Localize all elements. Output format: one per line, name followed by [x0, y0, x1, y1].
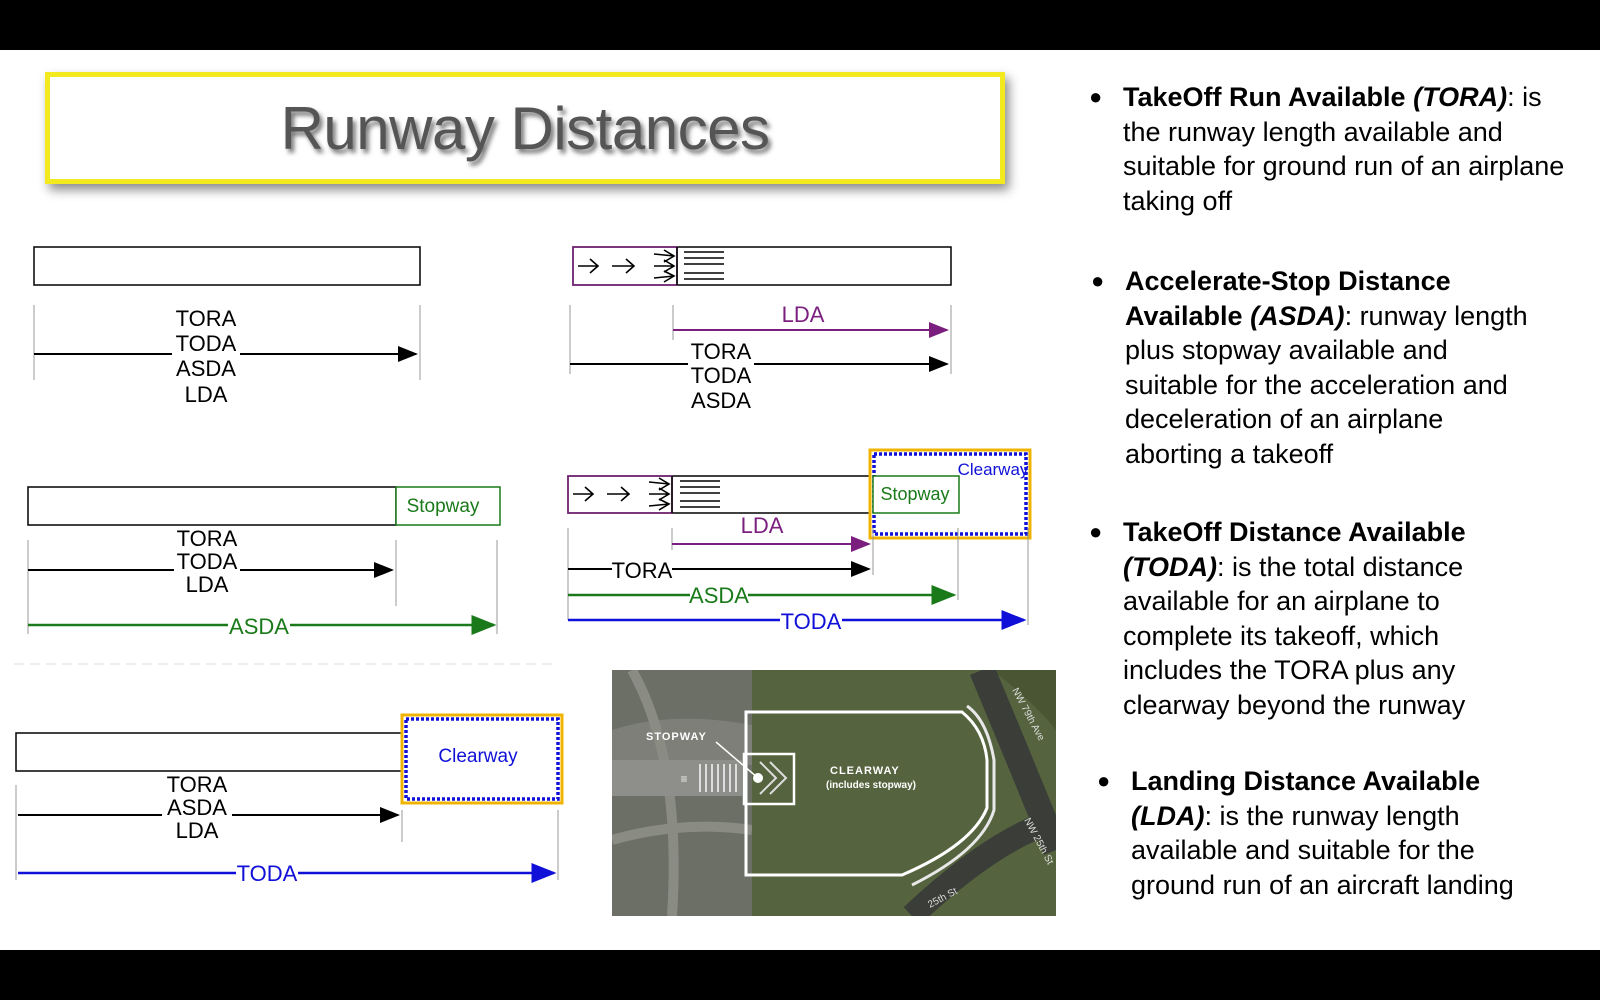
threshold-bars-icon [680, 480, 720, 508]
diagram-combined: Clearway Stopway LDA TORA ASDA TODA [567, 448, 1032, 634]
runway-rect [572, 246, 952, 286]
bullet-icon: ● [1091, 268, 1105, 293]
label-tora: TORA [176, 306, 237, 331]
slide: Runway Distances TORA TODA ASDA LDA [0, 50, 1600, 950]
label-toda: TODA [177, 549, 238, 574]
label-lda: LDA [782, 302, 825, 327]
definition-text: : is the runway length available and sui… [1123, 82, 1565, 216]
clearway-outline [744, 710, 989, 877]
definition-lda: ● Landing Distance Available (LDA): is t… [1097, 764, 1551, 902]
label-toda: TODA [691, 363, 752, 388]
label-asda: ASDA [691, 388, 751, 413]
label-clearway: Clearway [958, 460, 1029, 479]
definition-abbr: (TODA) [1123, 551, 1217, 582]
label-tora: TORA [691, 339, 752, 364]
threshold-arrows-icon [573, 476, 673, 513]
diagram-basic-runway: TORA TODA ASDA LDA [33, 246, 421, 407]
aerial-photo: ≡ STOPWAY CLEARWAY (includes stopway) NW… [612, 670, 1056, 916]
definition-abbr: (ASDA) [1250, 300, 1345, 331]
label-stopway: Stopway [407, 496, 480, 517]
definition-term: Landing Distance Available [1131, 766, 1481, 796]
label-toda: TODA [781, 609, 842, 634]
label-asda: ASDA [689, 583, 749, 608]
label-clearway: Clearway [438, 746, 518, 767]
diagram-displaced-threshold: LDA TORA TODA ASDA [569, 246, 952, 413]
clearway-outer [400, 713, 564, 805]
label-asda: ASDA [167, 795, 227, 820]
photo-label-clearway-note: (includes stopway) [826, 780, 916, 791]
definition-text: : is the total distance available for an… [1123, 551, 1466, 720]
stopway-chevrons [759, 761, 788, 795]
label-stopway: Stopway [880, 484, 949, 504]
bullet-icon: ● [1097, 768, 1111, 793]
runway-end [612, 760, 742, 796]
clearway-dashed [872, 452, 1028, 536]
label-toda: TODA [176, 331, 237, 356]
clearway-dashed [404, 717, 560, 801]
photo-label-stopway: STOPWAY [646, 731, 707, 743]
definition-abbr: (LDA) [1131, 800, 1205, 831]
label-lda: LDA [741, 513, 784, 538]
threshold-arrows-icon [578, 247, 678, 285]
diagram-stopway: Stopway TORA TODA LDA ASDA [27, 486, 501, 639]
definition-abbr: (TORA) [1413, 82, 1508, 112]
definition-asda: ● Accelerate-Stop Distance Available (AS… [1091, 264, 1545, 471]
label-toda: TODA [237, 861, 298, 886]
label-tora: TORA [612, 558, 673, 583]
definition-text: : runway length plus stopway available a… [1125, 300, 1528, 469]
label-lda: LDA [186, 572, 229, 597]
threshold-marks [699, 764, 737, 792]
threshold-bars-icon [684, 251, 724, 280]
label-asda: ASDA [176, 356, 236, 381]
title-box: Runway Distances [45, 72, 1005, 184]
stopway-box [742, 752, 796, 806]
definition-text: : is the runway length available and sui… [1131, 800, 1514, 900]
stopway-rect [872, 475, 960, 514]
svg-text:≡: ≡ [680, 772, 687, 786]
label-lda: LDA [185, 382, 228, 407]
photo-label-clearway: CLEARWAY [830, 765, 900, 777]
definition-toda: ● TakeOff Distance Available (TODA): is … [1089, 515, 1503, 722]
definition-tora: ● TakeOff Run Available (TORA): is the r… [1089, 80, 1583, 218]
runway-rect [15, 732, 403, 772]
definition-term: TakeOff Distance Available [1123, 517, 1466, 547]
label-lda: LDA [176, 818, 219, 843]
slide-title: Runway Distances [280, 94, 770, 162]
label-asda: ASDA [229, 614, 289, 639]
label-tora: TORA [167, 772, 228, 797]
runway-diagrams: TORA TODA ASDA LDA [14, 246, 1032, 886]
stopway-rect [395, 486, 501, 526]
definition-term: Accelerate-Stop Distance Available [1125, 266, 1451, 331]
runway-rect [33, 246, 421, 286]
definition-term: TakeOff Run Available [1123, 82, 1414, 112]
label-tora: TORA [177, 526, 238, 551]
bullet-icon: ● [1089, 84, 1103, 109]
diagram-clearway: Clearway TORA ASDA LDA TODA [15, 713, 564, 886]
runway-rect [27, 486, 397, 526]
bullet-icon: ● [1089, 519, 1103, 544]
